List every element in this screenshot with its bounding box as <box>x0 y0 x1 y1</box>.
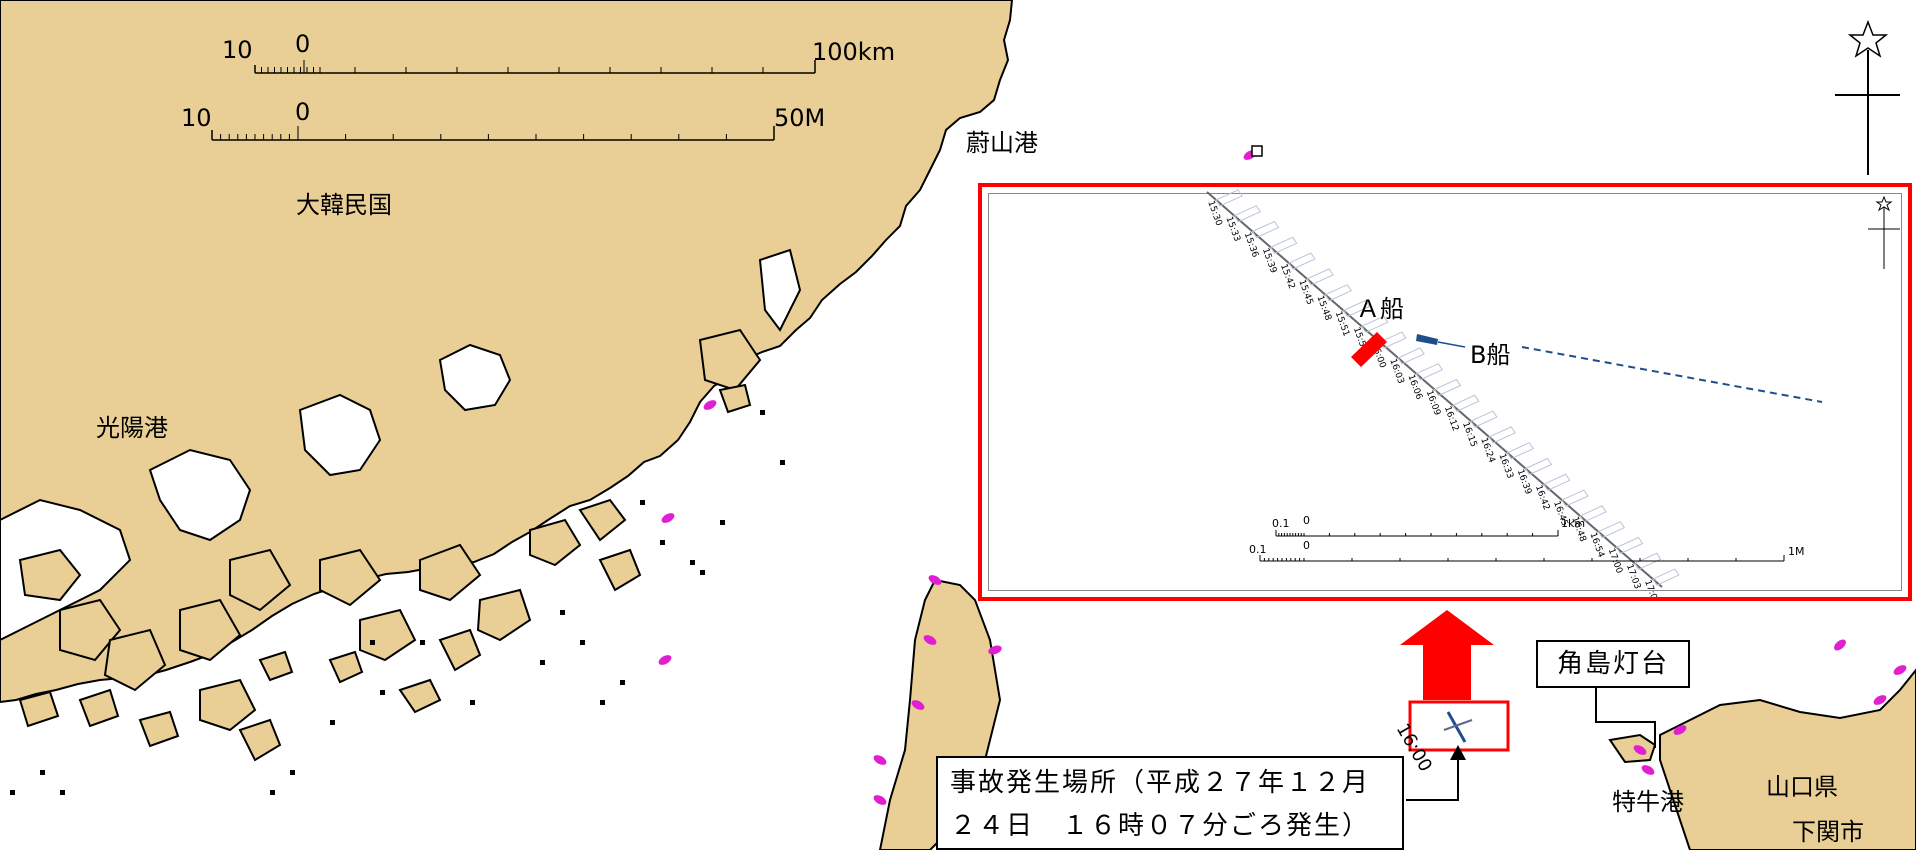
track-heading-flag <box>1360 315 1389 333</box>
accident-leader-arrowhead <box>1450 745 1466 760</box>
track-time-label: 17:09 <box>1642 579 1660 597</box>
inset-scale-km-zero: 0 <box>1303 514 1310 527</box>
track-heading-flag <box>1470 410 1498 428</box>
track-heading-flag <box>1269 236 1298 254</box>
korea-bay-river <box>758 248 802 332</box>
label-shimonoseki: 下関市 <box>1792 818 1864 846</box>
scale-km-right: 100km <box>812 38 896 66</box>
label-korea: 大韓民国 <box>296 191 392 219</box>
inset-inner-border <box>988 193 1902 591</box>
scale-km-zero: 0 <box>295 30 311 58</box>
ship-a-icon <box>1351 332 1387 367</box>
track-heading-flag <box>1288 252 1316 270</box>
scale-nm-left: 10 <box>181 104 212 132</box>
tsunoshima-island <box>1608 733 1657 764</box>
track-heading-flag <box>1542 473 1571 491</box>
inset-scale-nm-left: 0.1 <box>1249 543 1267 556</box>
scale-nm-right: 50M <box>774 104 826 132</box>
track-heading-flag <box>1433 378 1462 397</box>
scale-km-left: 10 <box>222 36 253 64</box>
inset-scale-nm-right: 1M <box>1788 545 1805 558</box>
track-heading-flag <box>1306 268 1334 286</box>
inset-scale-km-right: 1km <box>1561 517 1586 530</box>
korea-bay-center <box>298 393 382 477</box>
lighthouse-leader-line <box>1595 688 1656 748</box>
label-tokuo-port: 特牛港 <box>1612 788 1684 816</box>
track-heading-flag <box>1324 284 1353 302</box>
track-heading-flag <box>1488 426 1516 444</box>
track-heading-flag <box>1397 347 1425 365</box>
track-heading-flag <box>1615 536 1644 555</box>
track-heading-flag <box>1597 521 1626 539</box>
korea-bay-east <box>438 343 512 412</box>
lighthouse-callout: 角島灯台 <box>1536 640 1690 688</box>
track-heading-flag <box>1652 568 1680 586</box>
scale-nm-zero: 0 <box>295 98 311 126</box>
label-yamaguchi: 山口県 <box>1766 773 1838 801</box>
red-pointer-arrow <box>1400 610 1494 700</box>
track-heading-flag <box>1233 205 1262 223</box>
label-gwangyang-port: 光陽港 <box>96 414 168 442</box>
accident-callout-line1: 事故発生場所（平成２７年１２月 <box>950 768 1371 798</box>
lighthouse-callout-text: 角島灯台 <box>1556 649 1669 679</box>
accident-position-icon <box>1443 711 1473 743</box>
lighthouse-markers <box>658 150 1907 805</box>
ship-b-heading-line <box>1437 341 1466 348</box>
label-ulsan-port: 蔚山港 <box>966 129 1038 157</box>
inset-north-arrow-icon <box>1868 195 1900 269</box>
track-heading-flag <box>1342 299 1371 318</box>
ulsan-beacon-icon <box>1251 145 1263 157</box>
ship-a-label: Ａ船 <box>1356 295 1404 323</box>
accident-callout: 事故発生場所（平成２７年１２月 ２４日 １６時０７分ごろ発生） <box>936 756 1404 850</box>
yamaguchi-landmass <box>1659 668 1916 850</box>
accident-leader-line <box>1406 758 1459 801</box>
inset-scale-km <box>1275 530 1559 537</box>
track-heading-flag <box>1633 552 1662 570</box>
track-heading-flag <box>1506 442 1535 460</box>
small-rocks <box>10 410 785 795</box>
inset-scale-nm <box>1259 555 1785 562</box>
inset-scale-km-left: 0.1 <box>1272 517 1290 530</box>
ship-b-track-line <box>1521 346 1823 403</box>
track-heading-flag <box>1524 457 1553 476</box>
track-heading-flag <box>1561 489 1589 507</box>
inset-scale-nm-zero: 0 <box>1303 539 1310 552</box>
track-heading-flag <box>1579 505 1607 523</box>
north-arrow-icon <box>1835 19 1900 175</box>
korea-islands <box>18 328 762 762</box>
track-heading-flag <box>1215 189 1243 207</box>
accident-callout-line2: ２４日 １６時０７分ごろ発生） <box>950 811 1371 841</box>
korea-bay-gwangyang <box>148 448 252 542</box>
ship-b-label: B船 <box>1470 341 1511 369</box>
track-heading-flag <box>1451 394 1480 412</box>
inset-track-chart: 15:3015:3315:3615:3915:4215:4515:4815:51… <box>1205 189 1900 597</box>
ship-b-icon <box>1416 334 1438 345</box>
track-heading-flag <box>1251 220 1280 239</box>
track-heading-flag <box>1415 363 1444 381</box>
